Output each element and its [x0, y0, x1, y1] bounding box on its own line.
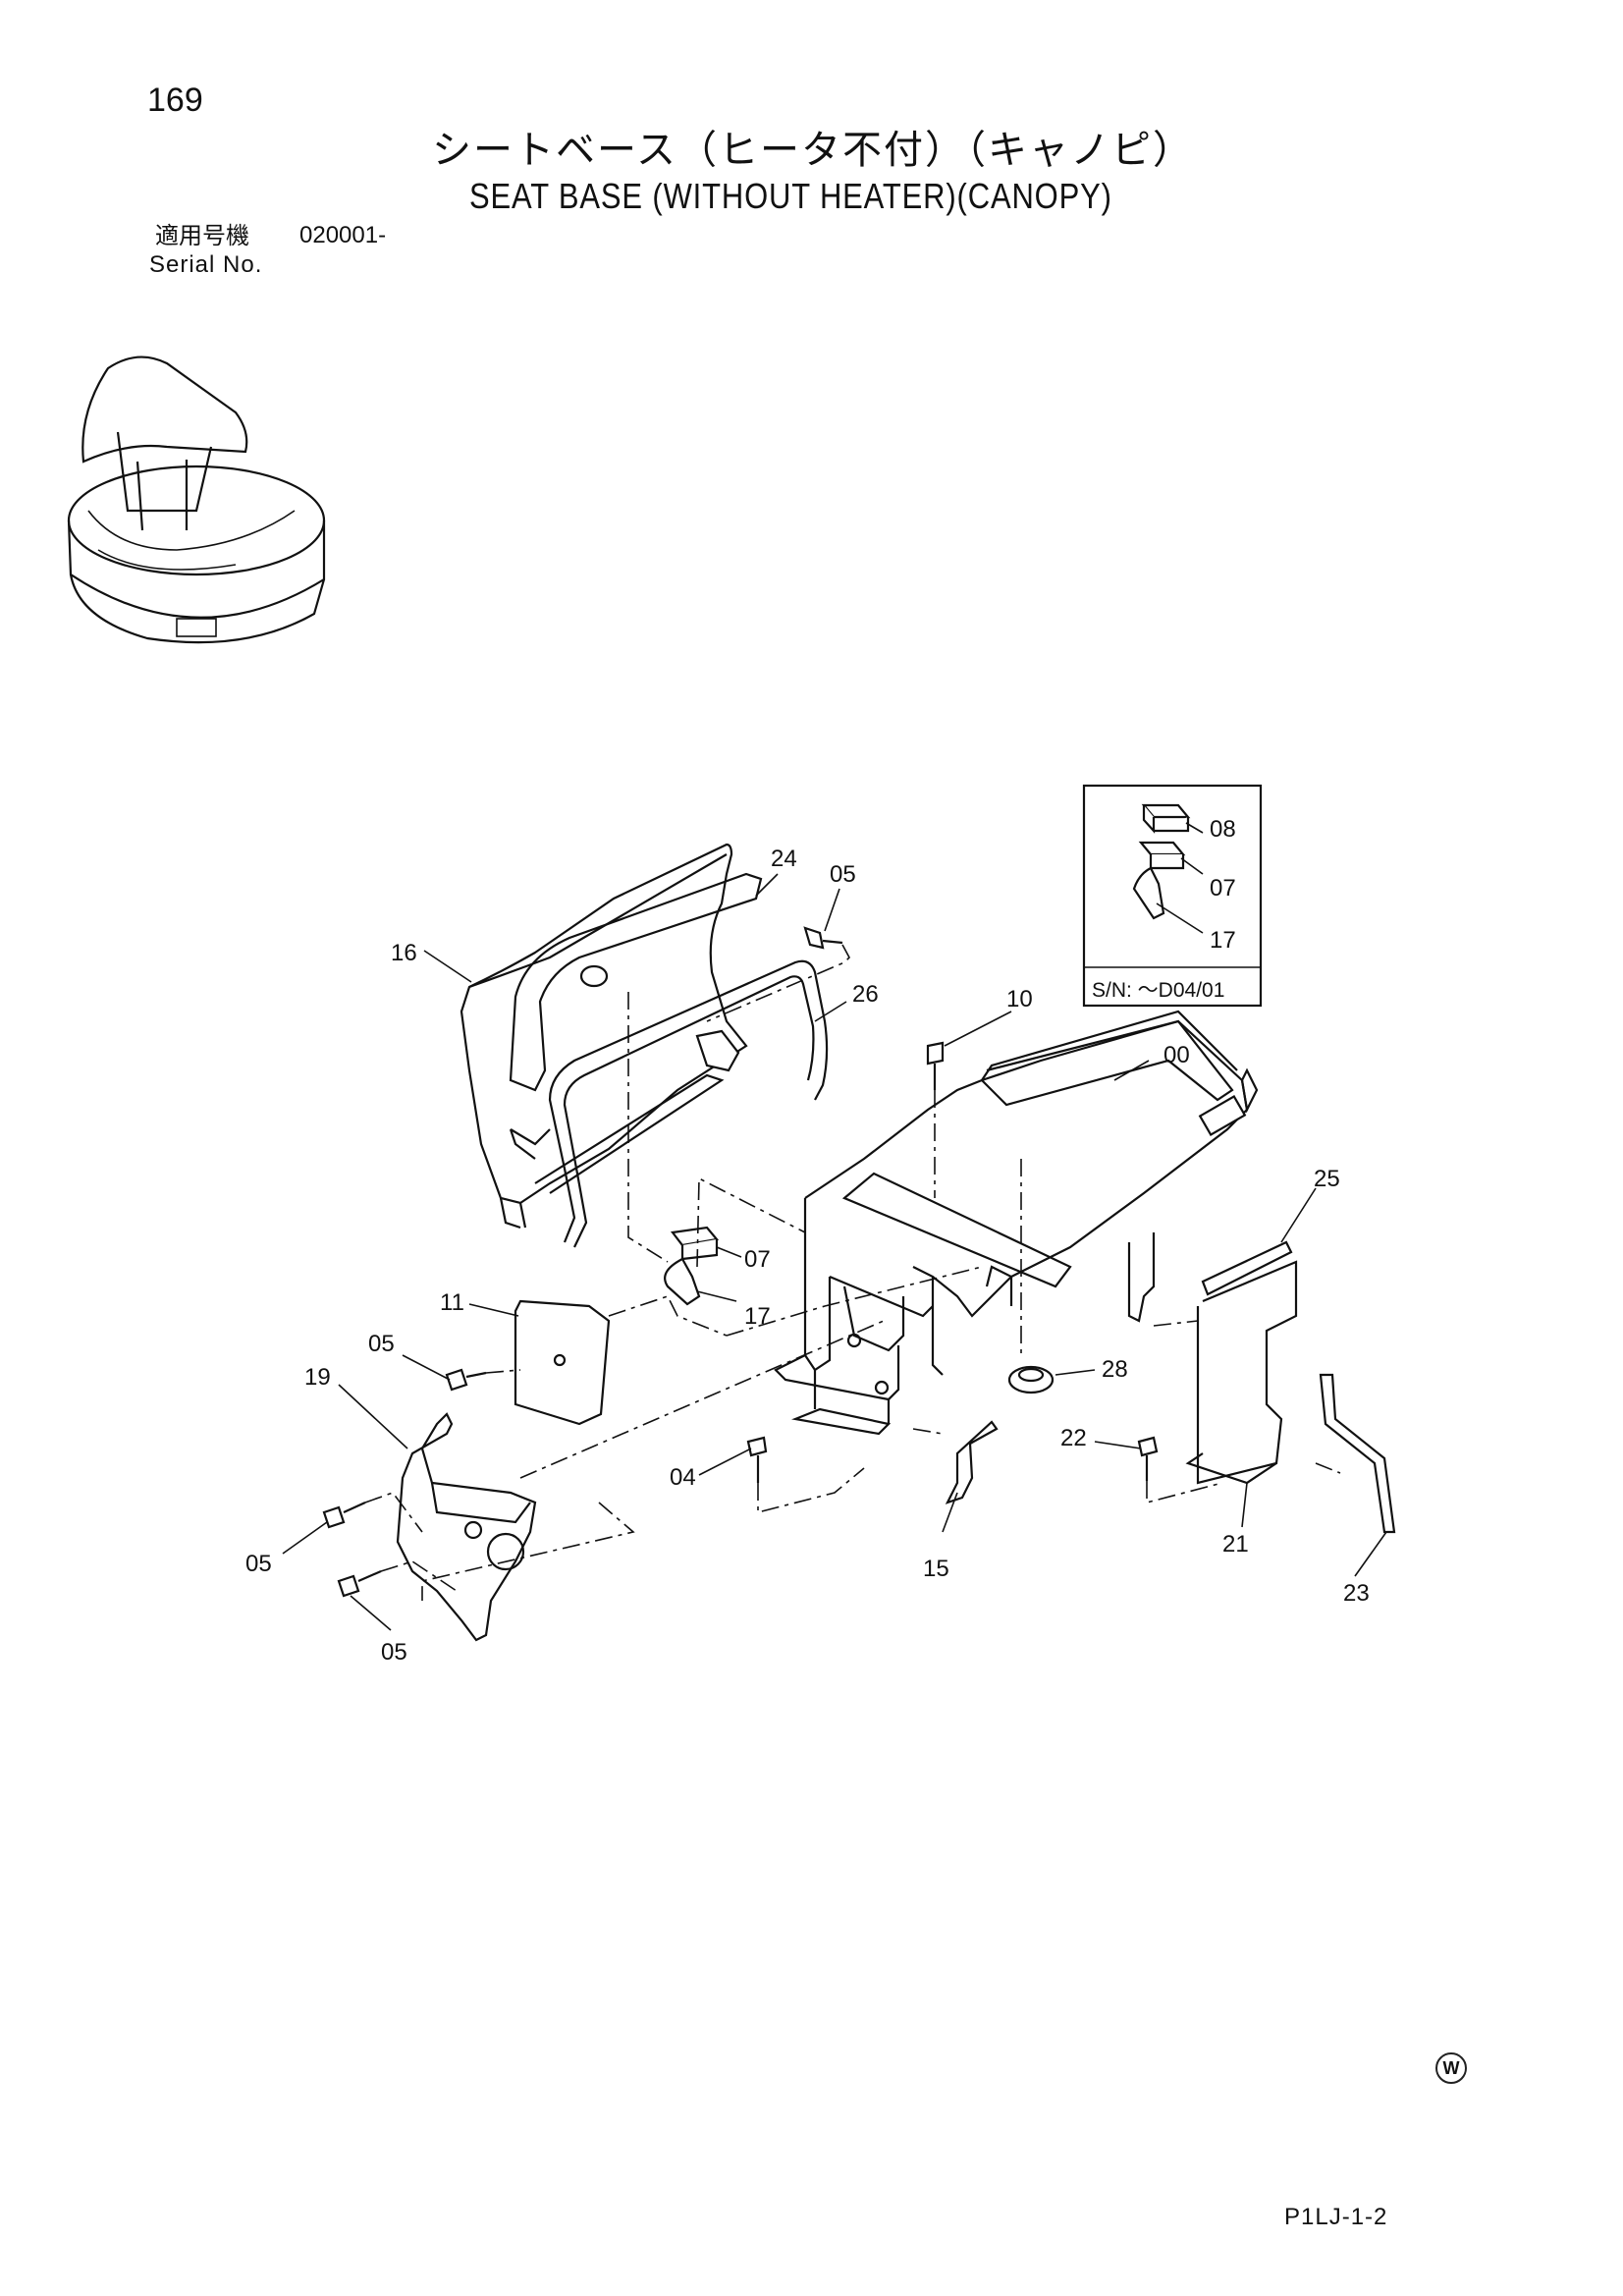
callout-22: 22	[1060, 1425, 1087, 1451]
callout-05-top: 05	[830, 861, 856, 888]
part-17-clip-main	[664, 1257, 701, 1306]
part-28-grommet	[1007, 1365, 1055, 1394]
callout-05-plate: 05	[368, 1331, 395, 1357]
serial-range-inset: 08 07 17 S/N: ～D04/01	[1082, 784, 1263, 1008]
callout-19: 19	[304, 1364, 331, 1391]
leader-lines	[282, 873, 1387, 1631]
callout-25: 25	[1314, 1166, 1340, 1192]
part-19-side-cover	[396, 1412, 537, 1642]
machine-location-thumbnail	[67, 355, 326, 644]
callout-11: 11	[440, 1289, 464, 1316]
serial-label-english: Serial No.	[149, 251, 263, 278]
bolt-05-plate	[445, 1368, 487, 1392]
callout-21: 21	[1222, 1531, 1249, 1558]
callout-labels: 16 24 05 26 10 00 25 07 17 11 05 19 28 0…	[245, 846, 1370, 1666]
part-11-cover-plate	[514, 1299, 611, 1426]
drawing-code: P1LJ-1-2	[1284, 2204, 1388, 2230]
callout-07: 07	[744, 1246, 771, 1273]
part-23-pipe	[1319, 1373, 1396, 1534]
part-15-clip	[945, 1420, 999, 1504]
callout-15: 15	[923, 1556, 949, 1582]
part-21-bracket	[1185, 1260, 1298, 1485]
page-title-english: SEAT BASE (WITHOUT HEATER)(CANOPY)	[469, 176, 1112, 216]
bolt-04	[746, 1436, 768, 1483]
callout-04: 04	[670, 1464, 696, 1491]
callout-00: 00	[1163, 1042, 1190, 1068]
inset-callout-07: 07	[1210, 875, 1236, 902]
inset-callout-17: 17	[1210, 927, 1236, 954]
bolt-10	[926, 1041, 945, 1090]
callout-28: 28	[1102, 1356, 1128, 1383]
inset-callout-08: 08	[1210, 816, 1236, 843]
inset-serial-note: S/N: ～D04/01	[1092, 979, 1224, 1002]
part-00-seat-base-frame	[774, 1010, 1259, 1436]
part-07-clamp-main	[670, 1226, 720, 1261]
callout-10: 10	[1006, 986, 1033, 1012]
callout-17: 17	[744, 1303, 771, 1330]
bolt-22	[1137, 1436, 1159, 1481]
assembly-lines	[364, 944, 1341, 1601]
callout-23: 23	[1343, 1580, 1370, 1607]
callout-16: 16	[391, 940, 417, 966]
part-24-trim-strip	[509, 872, 763, 1092]
bolt-05-top	[803, 926, 843, 950]
bolt-05-left	[322, 1501, 366, 1529]
callout-24: 24	[771, 846, 797, 872]
variant-mark-icon: W	[1435, 2052, 1467, 2084]
part-25-strip	[1201, 1240, 1293, 1296]
serial-range: 020001-	[299, 222, 387, 248]
page-number: 169	[147, 82, 203, 119]
part-26-bar-frame	[534, 959, 829, 1248]
page-title-japanese: シートベース（ヒータ不付）（キャノピ）	[432, 128, 1194, 173]
callout-26: 26	[852, 981, 879, 1008]
serial-label-japanese: 適用号機	[155, 222, 249, 249]
callout-05-bottom: 05	[381, 1639, 407, 1666]
bolt-05-bottom	[337, 1569, 382, 1598]
callout-05-left: 05	[245, 1551, 272, 1577]
